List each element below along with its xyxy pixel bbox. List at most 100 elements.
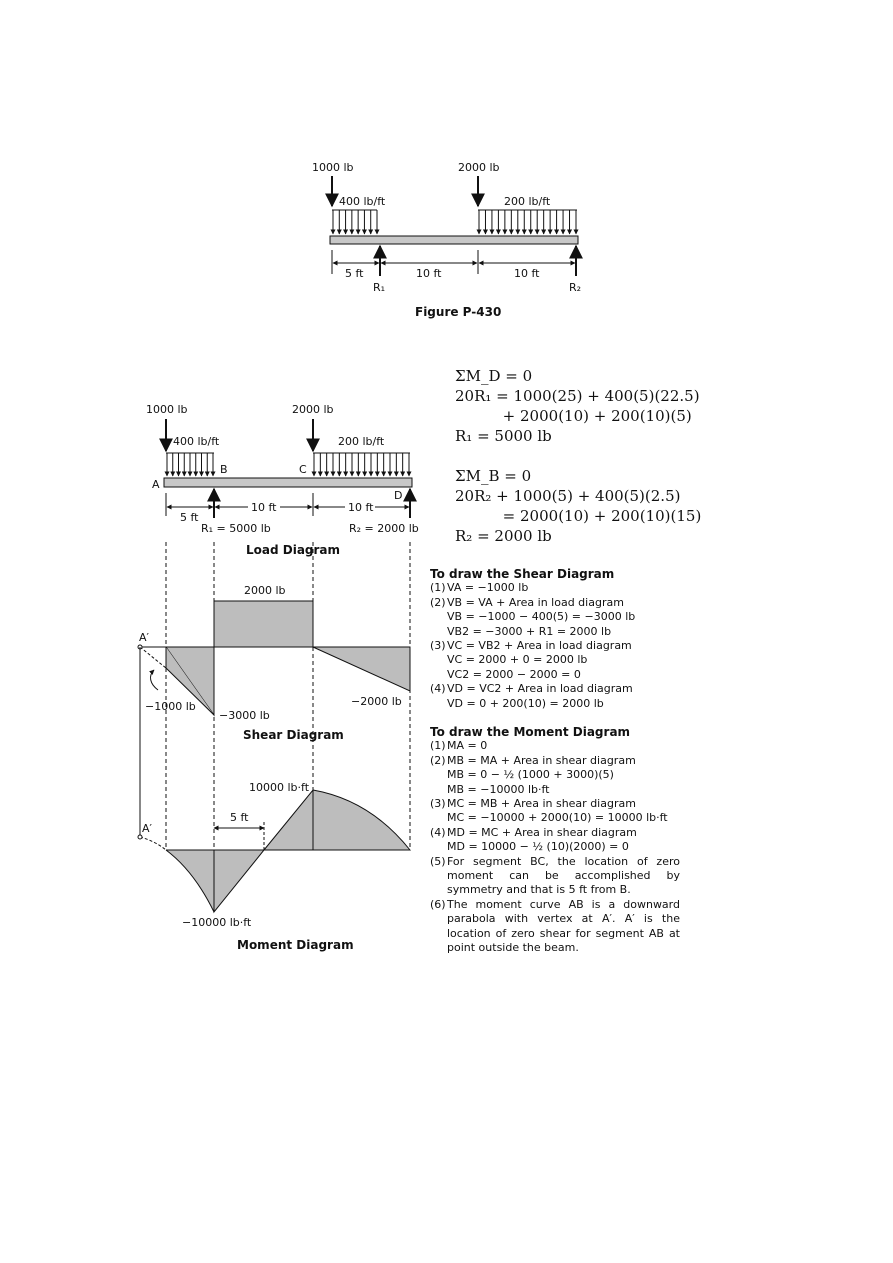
- load-label-2000: 2000 lb: [292, 403, 334, 416]
- moment-label-aprime: A′: [142, 822, 153, 835]
- reaction-equations: ΣM_D = 0 20R₁ = 1000(25) + 400(5)(22.5) …: [455, 366, 755, 546]
- step-text: For segment BC, the location of zero mom…: [447, 854, 680, 897]
- step-line: VD = 0 + 200(10) = 2000 lb: [447, 696, 604, 710]
- distributed-load-400: [330, 209, 380, 235]
- procedure-step: (1)VA = −1000 lb: [430, 581, 680, 595]
- shear-diagram-title: Shear Diagram: [243, 728, 344, 742]
- figure-caption: Figure P-430: [415, 305, 501, 319]
- load-diagram-title: Load Diagram: [246, 543, 340, 557]
- distributed-load-label-200: 200 lb/ft: [504, 195, 551, 208]
- equation-r1-line1: 20R₁ = 1000(25) + 400(5)(22.5): [455, 387, 700, 405]
- dimension-label-10ft-b: 10 ft: [348, 501, 374, 514]
- moment-extension: [139, 836, 167, 851]
- step-number: (4): [430, 825, 446, 839]
- step-number: (3): [430, 797, 446, 811]
- shear-label-neg3000: −3000 lb: [219, 709, 270, 722]
- step-line: MD = 10000 − ½ (10)(2000) = 0: [447, 840, 629, 854]
- point-label-c: C: [299, 463, 307, 476]
- step-text: The moment curve AB is a downward parabo…: [447, 897, 680, 955]
- equation-sum-md: ΣM_D = 0: [455, 367, 533, 385]
- step-line: VB = VA + Area in load diagram: [447, 595, 624, 609]
- distributed-load-label-400: 400 lb/ft: [339, 195, 386, 208]
- step-line: VD = VC2 + Area in load diagram: [447, 682, 633, 696]
- step-line: VC = VB2 + Area in load diagram: [447, 639, 632, 653]
- figure-p430: 1000 lb 2000 lb 400 lb/ft 200 lb/ft: [312, 161, 583, 319]
- result-r1: R₁ = 5000 lb: [455, 427, 552, 445]
- shear-procedure-heading: To draw the Shear Diagram: [430, 567, 615, 581]
- shear-extension: [139, 646, 167, 669]
- distributed-load-label-200: 200 lb/ft: [338, 435, 385, 448]
- step-number: (3): [430, 639, 446, 653]
- moment-label-max: 10000 lb·ft: [249, 781, 310, 794]
- procedure-step: (6)The moment curve AB is a downward par…: [430, 898, 680, 956]
- shear-area-bc: [213, 600, 314, 648]
- moment-diagram-title: Moment Diagram: [237, 938, 354, 952]
- load-diagram: 1000 lb 2000 lb 400 lb/ft 200 lb/ft A B …: [146, 403, 419, 557]
- equation-r1-line2: + 2000(10) + 200(10)(5): [455, 407, 692, 425]
- step-line: VC2 = 2000 − 2000 = 0: [447, 667, 581, 681]
- step-line: VB2 = −3000 + R1 = 2000 lb: [447, 624, 612, 638]
- reaction-label-r2: R₂: [569, 281, 581, 294]
- moment-area-cd: [312, 789, 412, 851]
- dimension-label-5ft: 5 ft: [345, 267, 364, 280]
- distributed-load-400: [164, 452, 216, 477]
- distributed-load-200: [311, 452, 412, 477]
- moment-curve-ab: [165, 849, 215, 913]
- step-number: (2): [430, 595, 446, 609]
- step-number: (1): [430, 581, 446, 595]
- step-number: (5): [430, 854, 446, 868]
- step-line: MB = MA + Area in shear diagram: [447, 753, 636, 767]
- dimension-label-10ft-b: 10 ft: [514, 267, 540, 280]
- shear-label-aprime: A′: [139, 631, 150, 644]
- load-label-1000: 1000 lb: [312, 161, 354, 174]
- step-line: MC = −10000 + 2000(10) = 10000 lb·ft: [447, 811, 668, 825]
- load-label-2000: 2000 lb: [458, 161, 500, 174]
- step-line: VB = −1000 − 400(5) = −3000 lb: [447, 610, 636, 624]
- beam: [329, 235, 579, 245]
- shear-label-2000: 2000 lb: [244, 584, 286, 597]
- point-label-a: A: [152, 478, 160, 491]
- equation-r2-line1: 20R₂ + 1000(5) + 400(5)(2.5): [455, 487, 681, 505]
- moment-procedure: To draw the Moment Diagram (1)MA = 0(2)M…: [430, 725, 680, 956]
- step-number: (1): [430, 739, 446, 753]
- point-label-d: D: [394, 489, 402, 502]
- distributed-load-label-400: 400 lb/ft: [173, 435, 220, 448]
- shear-label-neg2000: −2000 lb: [351, 695, 402, 708]
- procedure-step: (5)For segment BC, the location of zero …: [430, 855, 680, 898]
- step-line: VC = 2000 + 0 = 2000 lb: [447, 653, 588, 667]
- moment-label-min: −10000 lb·ft: [182, 916, 252, 929]
- reaction-label-r1: R₁ = 5000 lb: [201, 522, 271, 535]
- moment-label-5ft: 5 ft: [230, 811, 249, 824]
- dimension-label-5ft: 5 ft: [180, 511, 199, 524]
- shear-area-ab-left: [166, 647, 214, 715]
- load-label-1000: 1000 lb: [146, 403, 188, 416]
- equation-sum-mb: ΣM_B = 0: [455, 467, 532, 485]
- shear-diagram: A′ 2000 lb −1000 lb −3000 lb −2000 lb Sh…: [137, 584, 411, 742]
- moment-diagram: A′ 5 ft 10000 lb·ft −10000 lb·ft Moment …: [137, 781, 412, 952]
- equation-r2-line2: = 2000(10) + 200(10)(15): [455, 507, 702, 525]
- reaction-label-r2: R₂ = 2000 lb: [349, 522, 419, 535]
- step-number: (6): [430, 897, 446, 911]
- shear-procedure: To draw the Shear Diagram (1)VA = −1000 …: [430, 567, 680, 711]
- moment-area-bc-neg: [213, 849, 266, 914]
- step-line: MA = 0: [447, 739, 488, 753]
- dimension-lines: [331, 250, 576, 274]
- step-line: VA = −1000 lb: [447, 581, 529, 595]
- step-number: (2): [430, 753, 446, 767]
- result-r2: R₂ = 2000 lb: [455, 527, 552, 545]
- procedure-step: (1)MA = 0: [430, 739, 680, 753]
- beam: [163, 477, 413, 488]
- distributed-load-200: [476, 209, 579, 235]
- step-line: MB = −10000 lb·ft: [447, 782, 550, 796]
- step-number: (4): [430, 682, 446, 696]
- dimension-label-10ft-a: 10 ft: [251, 501, 277, 514]
- moment-procedure-heading: To draw the Moment Diagram: [430, 725, 631, 739]
- step-line: MB = 0 − ½ (1000 + 3000)(5): [447, 768, 614, 782]
